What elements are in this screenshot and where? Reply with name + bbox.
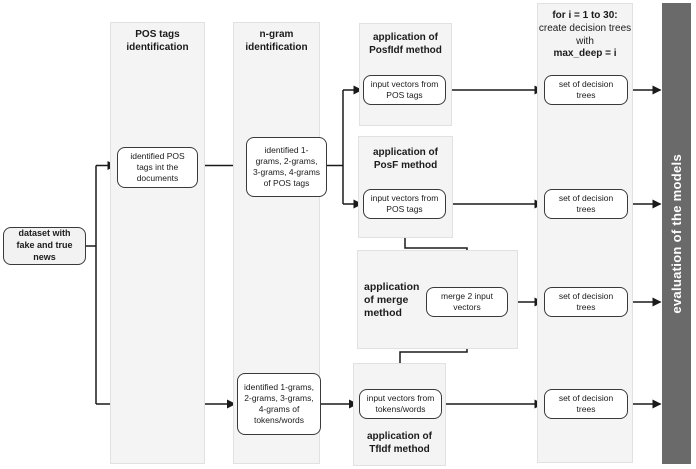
evaluation-bar: evaluation of the models bbox=[662, 3, 691, 464]
node-ngrams-pos: identified 1-grams, 2-grams, 3-grams, 4-… bbox=[246, 137, 327, 197]
node-dataset: dataset with fake and true news bbox=[3, 227, 86, 265]
panel-title-merge: application of merge method bbox=[364, 281, 420, 320]
panel-posf-method: application of PosF method bbox=[358, 136, 453, 238]
panel-title-tfidf: application of TfIdf method bbox=[367, 431, 432, 456]
node-decision-trees-1: set of decision trees bbox=[544, 75, 628, 105]
panel-tfidf-method: application of TfIdf method bbox=[353, 363, 446, 466]
node-merge-vectors: merge 2 input vectors bbox=[426, 287, 508, 317]
panel-posfidf-method: application of PosfIdf method bbox=[359, 23, 452, 126]
panel-title-posfidf: application of PosfIdf method bbox=[369, 32, 442, 56]
node-decision-trees-2: set of decision trees bbox=[544, 189, 628, 219]
node-input-vectors-posf: input vectors from POS tags bbox=[363, 189, 446, 219]
node-ngrams-tokens: identified 1-grams, 2-grams, 3-grams, 4-… bbox=[237, 373, 321, 435]
node-decision-trees-4: set of decision trees bbox=[544, 389, 628, 419]
node-decision-trees-3: set of decision trees bbox=[544, 287, 628, 317]
panel-pos-tags-identification: POS tags identification bbox=[110, 22, 205, 464]
panel-title-pos-tags: POS tags identification bbox=[126, 29, 189, 53]
panel-title-posf: application of PosF method bbox=[373, 147, 438, 171]
panel-title-decision-trees-loop: for i = 1 to 30: create decision trees w… bbox=[538, 10, 632, 60]
panel-title-ngram: n-gram identification bbox=[245, 29, 308, 53]
node-input-vectors-posfidf: input vectors from POS tags bbox=[363, 75, 446, 105]
node-identified-pos-tags: identified POS tags int the documents bbox=[117, 147, 198, 188]
node-input-vectors-tokens: input vectors from tokens/words bbox=[359, 389, 442, 419]
evaluation-bar-label: evaluation of the models bbox=[669, 153, 684, 314]
